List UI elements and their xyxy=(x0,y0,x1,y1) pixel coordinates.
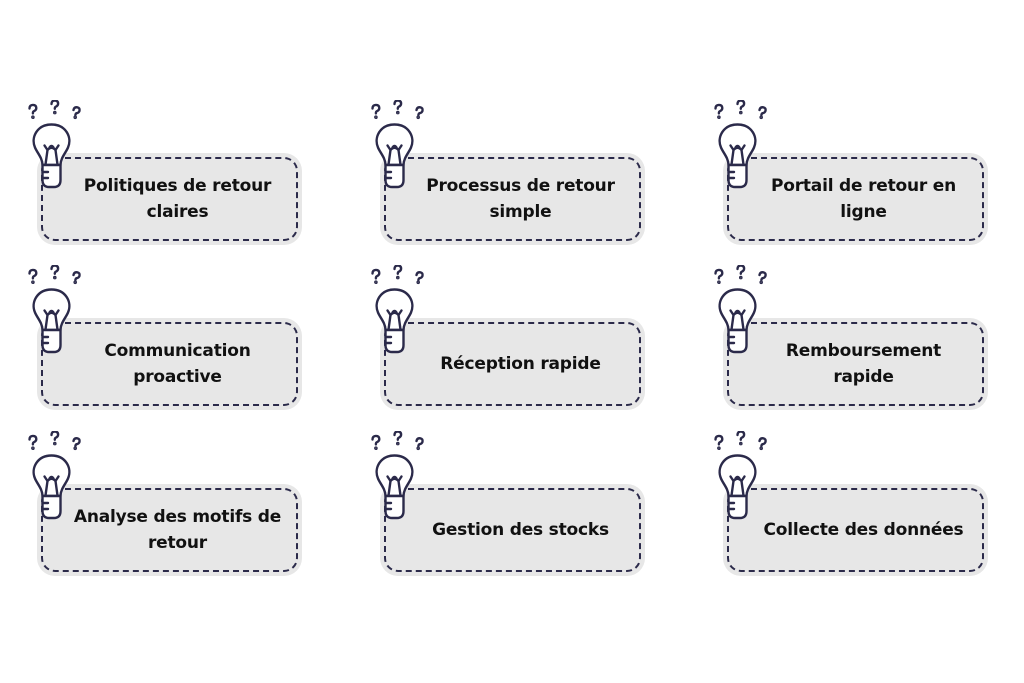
idea-card-border: Remboursement rapide xyxy=(727,322,984,406)
lightbulb-question-svg xyxy=(714,100,767,189)
idea-card-border: Collecte des données xyxy=(727,488,984,572)
idea-card-border: Gestion des stocks xyxy=(384,488,641,572)
lightbulb-question-svg xyxy=(371,100,424,189)
idea-label: Processus de retour simple xyxy=(426,176,615,222)
idea-card-box: Analyse des motifs de retour xyxy=(37,484,302,576)
lightbulb-question-svg xyxy=(28,100,81,189)
idea-card-box: Gestion des stocks xyxy=(380,484,645,576)
idea-card: Analyse des motifs de retour xyxy=(28,431,304,576)
idea-card: Gestion des stocks xyxy=(371,431,647,576)
idea-card-border: Réception rapide xyxy=(384,322,641,406)
lightbulb-question-icon xyxy=(28,431,88,527)
idea-card-box: Communication proactive xyxy=(37,318,302,410)
lightbulb-question-icon xyxy=(371,100,431,196)
idea-label: Politiques de retour claires xyxy=(83,176,272,222)
idea-label: Communication proactive xyxy=(104,341,251,387)
lightbulb-question-icon xyxy=(714,265,774,361)
idea-label: Collecte des données xyxy=(763,520,964,540)
lightbulb-question-icon xyxy=(28,100,88,196)
idea-card: Communication proactive xyxy=(28,265,304,410)
lightbulb-question-icon xyxy=(714,100,774,196)
idea-card-box: Collecte des données xyxy=(723,484,988,576)
lightbulb-question-svg xyxy=(28,431,81,520)
idea-label: Portail de retour en ligne xyxy=(770,176,957,222)
lightbulb-question-svg xyxy=(371,265,424,354)
lightbulb-question-icon xyxy=(371,265,431,361)
idea-label: Remboursement rapide xyxy=(785,341,942,387)
lightbulb-question-svg xyxy=(28,265,81,354)
idea-card: Collecte des données xyxy=(714,431,990,576)
idea-card-box: Réception rapide xyxy=(380,318,645,410)
idea-card-border: Processus de retour simple xyxy=(384,157,641,241)
idea-card: Politiques de retour claires xyxy=(28,100,304,245)
idea-card: Remboursement rapide xyxy=(714,265,990,410)
lightbulb-question-svg xyxy=(714,265,767,354)
idea-card-border: Analyse des motifs de retour xyxy=(41,488,298,572)
idea-card-border: Portail de retour en ligne xyxy=(727,157,984,241)
lightbulb-question-svg xyxy=(714,431,767,520)
lightbulb-question-icon xyxy=(714,431,774,527)
lightbulb-question-icon xyxy=(28,265,88,361)
idea-card: Portail de retour en ligne xyxy=(714,100,990,245)
idea-card-border: Communication proactive xyxy=(41,322,298,406)
idea-card-box: Politiques de retour claires xyxy=(37,153,302,245)
lightbulb-question-svg xyxy=(371,431,424,520)
lightbulb-question-icon xyxy=(371,431,431,527)
idea-label: Réception rapide xyxy=(440,354,601,374)
idea-card: Réception rapide xyxy=(371,265,647,410)
idea-card-box: Processus de retour simple xyxy=(380,153,645,245)
idea-label: Analyse des motifs de retour xyxy=(73,507,282,553)
idea-card: Processus de retour simple xyxy=(371,100,647,245)
idea-label: Gestion des stocks xyxy=(432,520,609,540)
idea-card-box: Remboursement rapide xyxy=(723,318,988,410)
idea-card-box: Portail de retour en ligne xyxy=(723,153,988,245)
idea-card-border: Politiques de retour claires xyxy=(41,157,298,241)
